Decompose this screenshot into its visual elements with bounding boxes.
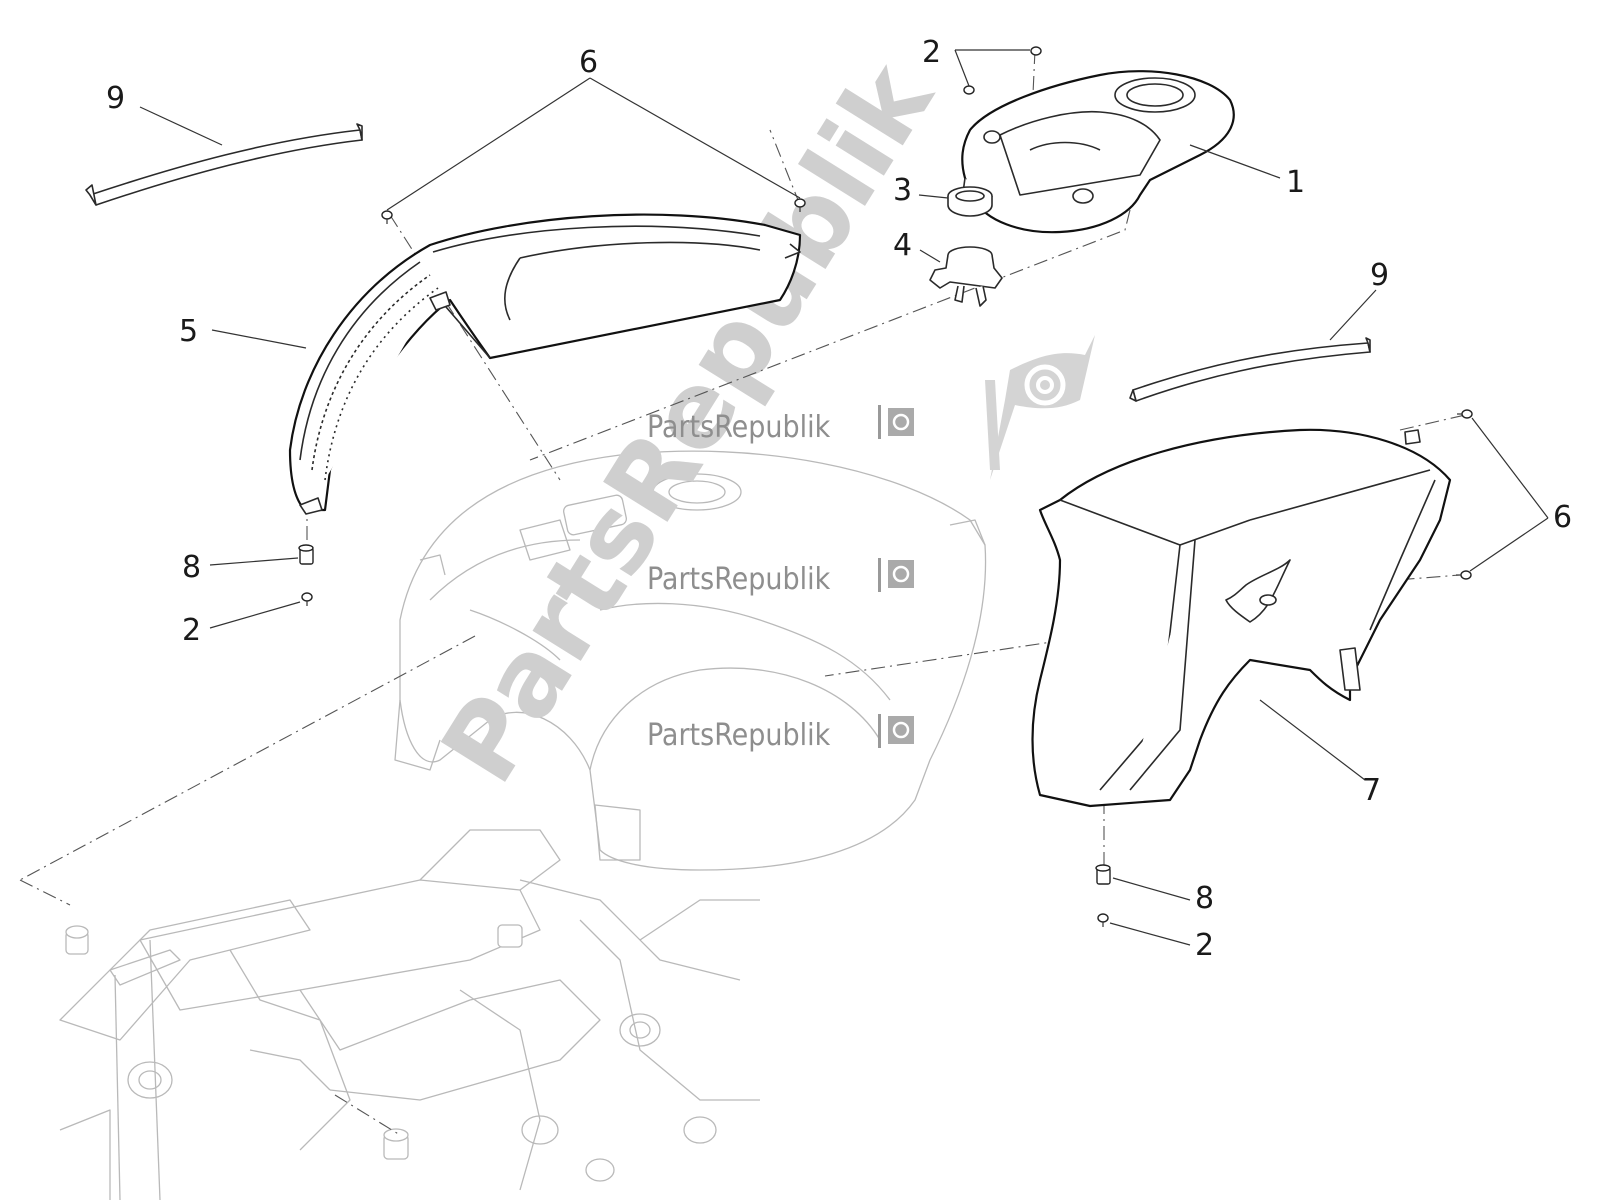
- callout-7: 7: [1362, 773, 1381, 808]
- screw-2-top-b: [963, 85, 975, 95]
- watermark-badge-3: [878, 714, 914, 748]
- screw-2-top-a: [1030, 46, 1042, 56]
- part-9-trim-strip-right: [1129, 337, 1371, 402]
- watermark-logo-icon: [985, 335, 1095, 480]
- part-9-trim-strip-left: [85, 123, 363, 206]
- leader-lines: [139, 49, 1549, 946]
- part-7-right-side-panel: [1031, 428, 1452, 808]
- part-3-grommet: [947, 186, 993, 217]
- fuel-tank-ghost: [394, 450, 987, 871]
- callout-6-top: 6: [579, 45, 598, 80]
- callout-5: 5: [179, 314, 198, 349]
- part-1-tank-top-cover: [961, 70, 1235, 234]
- callout-8-right: 8: [1195, 881, 1214, 916]
- watermark-badge-1: [878, 405, 914, 439]
- callout-2-left: 2: [182, 613, 201, 648]
- screw-6-right-a: [1457, 409, 1473, 419]
- part-4-filler-cap-flange: [929, 246, 1003, 307]
- callout-9-right: 9: [1370, 258, 1389, 293]
- screw-6-left-b: [794, 198, 806, 212]
- watermark-small-text-2: PartsRepublik: [647, 562, 831, 597]
- bushing-8-right: [1095, 864, 1111, 885]
- fasteners: [298, 46, 1473, 927]
- callout-2-right: 2: [1195, 928, 1214, 963]
- bushing-8-left: [298, 544, 314, 565]
- callout-9-top-left: 9: [106, 81, 125, 116]
- callout-4: 4: [893, 228, 912, 263]
- watermark-small-text-3: PartsRepublik: [647, 718, 831, 753]
- callout-2-top: 2: [922, 35, 941, 70]
- screw-2-left: [301, 592, 313, 606]
- callout-3: 3: [893, 173, 912, 208]
- screw-6-right-b: [1456, 570, 1472, 580]
- part-5-left-side-panel: [288, 213, 802, 515]
- watermark-small-text-1: PartsRepublik: [647, 410, 831, 445]
- screw-2-right: [1097, 913, 1109, 927]
- callout-6-right: 6: [1553, 500, 1572, 535]
- frame-ghost: [59, 829, 760, 1200]
- callout-1: 1: [1286, 165, 1305, 200]
- callout-8-left: 8: [182, 550, 201, 585]
- screw-6-left-a: [381, 210, 393, 224]
- watermark-badge-2: [878, 558, 914, 592]
- callout-numbers: 9 6 2 1 3 4 9 5 6 8 2 7 8 2: [106, 35, 1572, 963]
